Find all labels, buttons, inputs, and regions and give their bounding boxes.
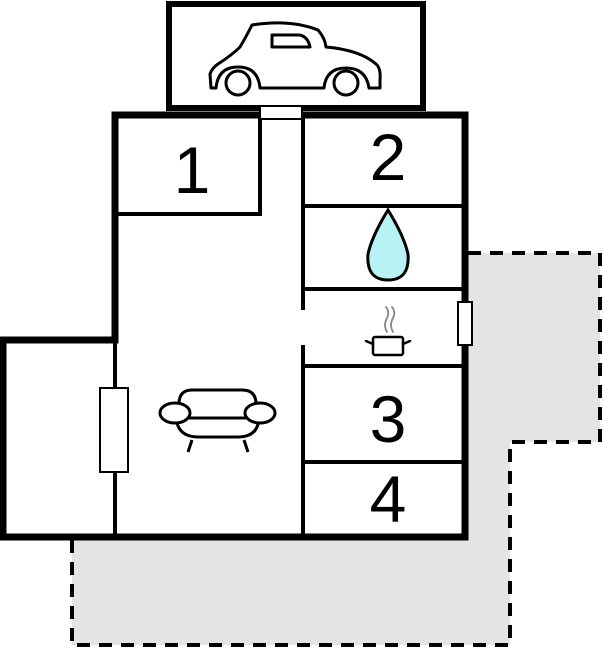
garage <box>166 1 426 111</box>
exterior-walls <box>0 111 469 541</box>
windows <box>99 105 473 473</box>
room-4-label: 4 <box>370 462 407 536</box>
window-right <box>457 301 473 346</box>
window-left <box>99 387 129 473</box>
car-icon <box>208 21 382 97</box>
interior-walls <box>113 115 465 537</box>
room-3-label: 3 <box>370 382 407 456</box>
water-drop-icon <box>366 207 410 282</box>
cooking-pot-icon <box>364 306 412 357</box>
room-1-label: 1 <box>174 133 211 207</box>
room-2-label: 2 <box>370 120 407 194</box>
sofa-icon <box>158 388 277 453</box>
window-top <box>259 105 303 120</box>
